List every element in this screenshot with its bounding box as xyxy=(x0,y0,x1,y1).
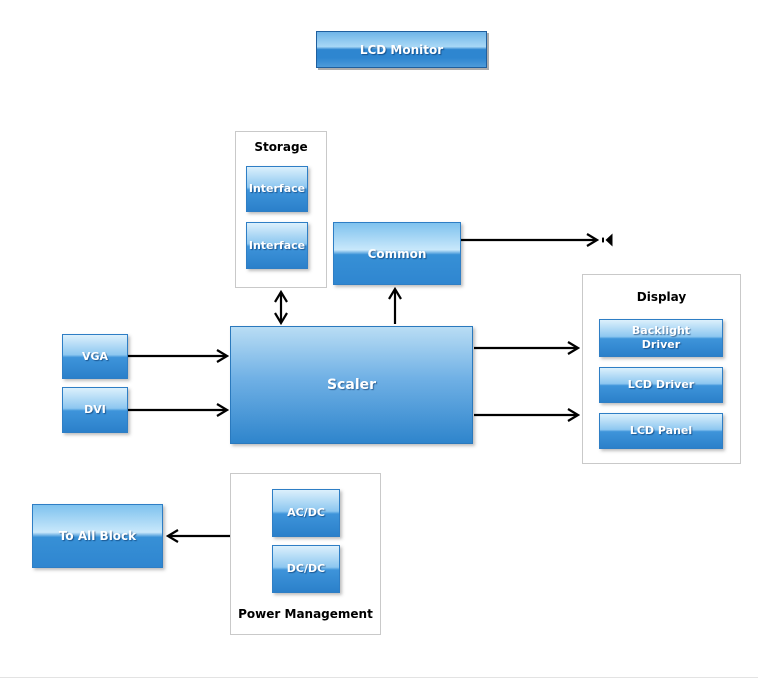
vga-label: VGA xyxy=(81,349,109,363)
storage-interface-block-2: Interface xyxy=(246,222,308,269)
dcdc-label: DC/DC xyxy=(286,562,326,575)
display-title: Display xyxy=(636,290,687,304)
dvi-block: DVI xyxy=(62,387,128,433)
lcd-monitor-block: LCD Monitor xyxy=(316,31,487,68)
acdc-block: AC/DC xyxy=(272,489,340,537)
lcd-driver-block: LCD Driver xyxy=(599,367,723,403)
bottom-separator-line xyxy=(0,677,758,678)
lcd-monitor-label: LCD Monitor xyxy=(359,42,444,57)
scaler-block: Scaler xyxy=(230,326,473,444)
common-label: Common xyxy=(367,246,427,261)
lcd-driver-label: LCD Driver xyxy=(627,378,695,391)
backlight-driver-block: Backlight Driver xyxy=(599,319,723,357)
lcd-panel-label: LCD Panel xyxy=(629,424,693,437)
dcdc-block: DC/DC xyxy=(272,545,340,593)
lcd-panel-block: LCD Panel xyxy=(599,413,723,449)
to-all-block: To All Block xyxy=(32,504,163,568)
to-all-block-label: To All Block xyxy=(58,529,137,543)
storage-title: Storage xyxy=(254,140,308,154)
common-block: Common xyxy=(333,222,461,285)
interface-label-1: Interface xyxy=(248,182,306,195)
dvi-label: DVI xyxy=(84,403,106,416)
acdc-label: AC/DC xyxy=(287,506,325,519)
interface-label-2: Interface xyxy=(248,238,306,252)
vga-block: VGA xyxy=(62,334,128,379)
power-management-title: Power Management xyxy=(238,607,373,621)
scaler-label: Scaler xyxy=(326,377,377,393)
storage-interface-block-1: Interface xyxy=(246,166,308,212)
speaker-icon xyxy=(602,233,613,247)
backlight-driver-label: Backlight Driver xyxy=(631,324,691,351)
